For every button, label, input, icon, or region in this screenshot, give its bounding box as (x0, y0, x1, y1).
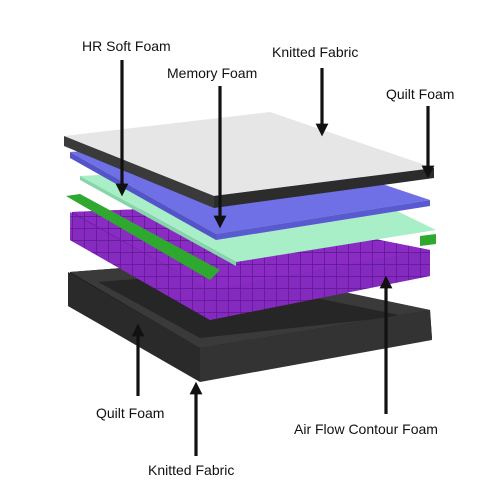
label-quilt-foam-bottom: Quilt Foam (96, 405, 165, 421)
label-knitted-fabric-top: Knitted Fabric (272, 44, 359, 60)
top-layer (64, 112, 434, 208)
label-quilt-foam-top: Quilt Foam (386, 86, 455, 102)
label-knitted-fabric-bottom: Knitted Fabric (148, 462, 235, 478)
green-strip-right (420, 234, 436, 246)
label-memory-foam: Memory Foam (167, 65, 258, 81)
green-strip (66, 194, 220, 280)
label-hr-soft-foam: HR Soft Foam (82, 38, 171, 54)
label-air-flow-contour-foam: Air Flow Contour Foam (294, 421, 438, 437)
